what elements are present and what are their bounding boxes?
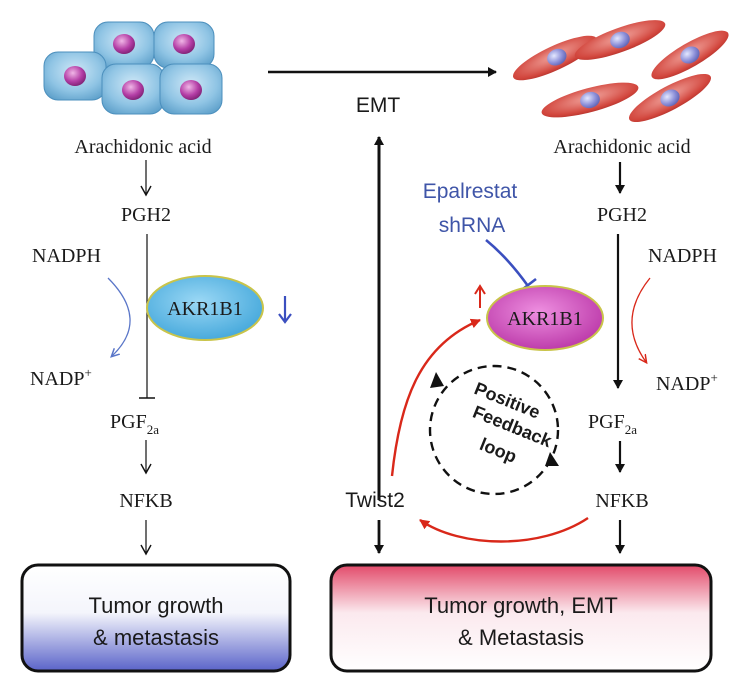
left-nfkb-label: NFKB xyxy=(119,490,172,512)
inhibition-symbol xyxy=(485,238,530,287)
inhibitor-epalrestat-label: Epalrestat xyxy=(423,180,518,203)
inhibitor-shrna-label: shRNA xyxy=(439,214,506,237)
left-nadph-label: NADPH xyxy=(32,245,101,267)
left-akr1b1-label: AKR1B1 xyxy=(167,298,243,320)
right-outcome-line2: & Metastasis xyxy=(458,625,584,650)
right-pathway: Arachidonic acid PGH2 Epalrestat shRNA A… xyxy=(329,136,718,673)
right-pgh2-label: PGH2 xyxy=(597,204,647,226)
left-outcome-line1: Tumor growth xyxy=(89,593,224,618)
left-outcome-box xyxy=(20,563,292,673)
feedback-loop-circle xyxy=(428,364,560,496)
right-outcome-line1: Tumor growth, EMT xyxy=(424,593,618,618)
right-nfkb-label: NFKB xyxy=(595,490,648,512)
left-pgf2a-label: PGF2a xyxy=(110,411,159,437)
left-substrate-label: Arachidonic acid xyxy=(74,136,211,158)
twist2-to-akr1b1-arrow xyxy=(390,318,481,477)
right-pgf2a-label: PGF2a xyxy=(588,411,637,437)
right-substrate-label: Arachidonic acid xyxy=(553,136,690,158)
mesenchymal-cells-illustration xyxy=(513,20,729,123)
right-outcome-box xyxy=(329,563,713,673)
right-akr1b1-enzyme xyxy=(486,285,604,351)
twist2-label: Twist2 xyxy=(345,489,405,512)
nfkb-to-twist2-arrow xyxy=(419,517,589,543)
epithelial-cells-illustration xyxy=(43,21,223,115)
left-akr1b1-enzyme xyxy=(146,275,264,341)
emt-label: EMT xyxy=(356,94,401,117)
left-nadp-label: NADP+ xyxy=(30,365,92,390)
right-nadp-label: NADP+ xyxy=(656,370,718,395)
right-nadph-label: NADPH xyxy=(648,245,717,267)
left-pgh2-label: PGH2 xyxy=(121,204,171,226)
left-pathway: Arachidonic acid PGH2 NADPH NADP+ AKR1B1… xyxy=(20,136,292,673)
feedback-loop-line3: loop xyxy=(477,434,520,467)
right-akr1b1-label: AKR1B1 xyxy=(507,308,583,330)
left-outcome-line2: & metastasis xyxy=(93,625,219,650)
